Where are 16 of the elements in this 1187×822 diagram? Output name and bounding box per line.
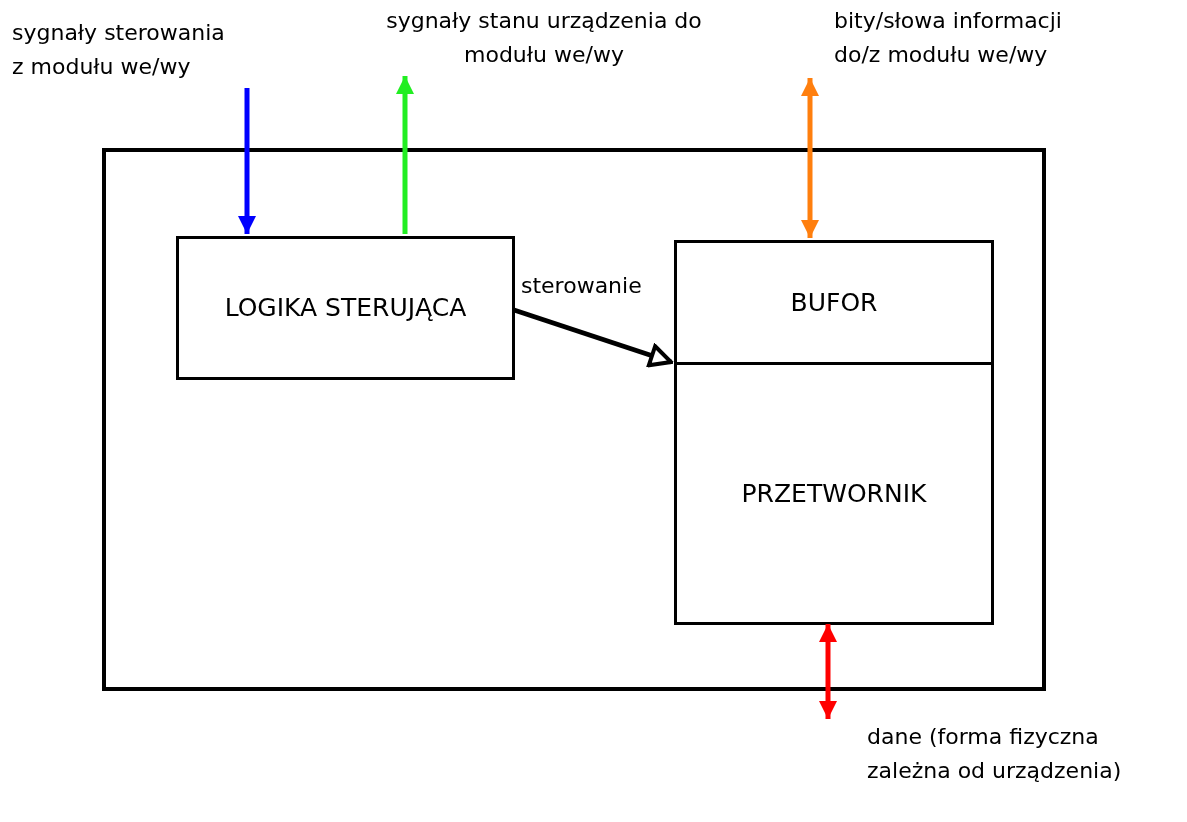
process-box	[674, 240, 994, 365]
arrow	[801, 78, 819, 238]
arrow	[396, 76, 414, 234]
signal-label: bity/słowa informacji do/z modułu we/wy	[834, 7, 1063, 69]
arrow	[513, 307, 673, 368]
arrow	[238, 88, 256, 234]
signal-label: sygnały sterowania z modułu we/wy	[12, 19, 226, 81]
outer-frame	[102, 148, 1046, 691]
arrow	[819, 624, 837, 719]
process-box	[176, 236, 515, 380]
box-label: BUFOR	[790, 286, 878, 319]
signal-label: dane (forma fizyczna zależna od urządzenia)	[867, 723, 1123, 785]
process-box	[674, 362, 994, 625]
box-label: LOGIKA STERUJĄCA	[224, 292, 467, 324]
signal-label: sygnały stanu urządzenia do modułu we/wy	[385, 7, 703, 69]
box-label: PRZETWORNIK	[741, 477, 927, 510]
